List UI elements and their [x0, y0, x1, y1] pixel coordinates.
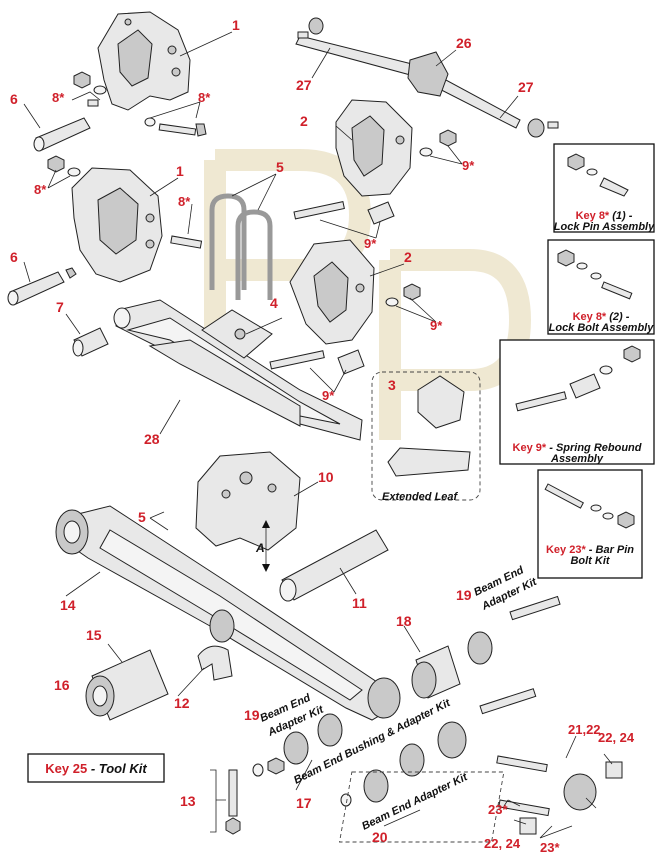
hanger-bracket-mid: [71, 167, 163, 283]
key-box-bar-pin-art: [544, 483, 635, 529]
callout-8-b: 8*: [198, 90, 211, 105]
callout-2-mid: 2: [404, 249, 412, 265]
beam-end-adapter-kit-20: [340, 769, 389, 807]
key-9-line1: Key 9* - Spring Rebound: [513, 442, 642, 454]
key-23-line1: Key 23* - Bar Pin: [546, 544, 634, 556]
callout-11: 11: [352, 595, 367, 611]
callout-10: 10: [318, 469, 334, 485]
spring-bushing: [72, 327, 109, 357]
callout-6-upper: 6: [10, 91, 18, 107]
callout-22-24-lower: 22, 24: [484, 836, 521, 851]
callout-14: 14: [60, 597, 76, 613]
key-8b-line1: Key 8*(2) -: [573, 311, 630, 323]
spring-pin-mid: [7, 267, 77, 306]
callout-8-d: 8*: [178, 194, 191, 209]
callout-27-right: 27: [518, 79, 534, 95]
callout-9-d: 9*: [322, 388, 335, 403]
callout-5-lower: 5: [138, 509, 146, 525]
stud-assembly: [225, 769, 241, 835]
callout-7: 7: [56, 299, 64, 315]
callout-3: 3: [388, 377, 396, 393]
callout-22-24-upper: 22, 24: [598, 730, 635, 745]
callout-5-upper: 5: [276, 159, 284, 175]
beam-end-adapter: [411, 645, 461, 699]
rebound-bolt-mid: [269, 283, 421, 375]
callout-8-a: 8*: [52, 90, 65, 105]
key-8b-line2: Lock Bolt Assembly: [549, 322, 655, 334]
key-8a-line2: Lock Pin Assembly: [554, 221, 655, 233]
key-box-spring-rebound-art: [515, 345, 641, 412]
callout-23-a: 23*: [488, 802, 508, 817]
lock-nut-mid-left: [47, 155, 81, 177]
hanger-bracket-right-upper: [335, 99, 413, 197]
extended-leaf-group: [371, 371, 481, 501]
center-bushing: [85, 649, 169, 721]
lock-pin-mid: [170, 235, 203, 249]
axle-saddle: [195, 451, 301, 551]
callout-9-c: 9*: [430, 318, 443, 333]
callout-19-lower: 19: [244, 707, 260, 723]
hanger-bracket-upper: [97, 11, 191, 111]
callout-28: 28: [144, 431, 160, 447]
key-25-tool-kit: Key 25 - Tool Kit: [45, 761, 147, 776]
spring-pin-upper: [33, 117, 91, 152]
lock-nut-upper: [73, 71, 107, 107]
callout-18: 18: [396, 613, 412, 629]
lock-bolt-upper: [144, 117, 207, 137]
callout-16: 16: [54, 677, 70, 693]
dimension-a: [262, 520, 270, 572]
callout-19-upper: 19: [456, 587, 472, 603]
callout-9-a: 9*: [462, 158, 475, 173]
torque-rod-assembly: [295, 17, 559, 138]
callout-27-left: 27: [296, 77, 312, 93]
callout-8-c: 8*: [34, 182, 47, 197]
rebound-bolt-upper: [293, 129, 457, 225]
key-box-lock-pin-art: [567, 153, 629, 197]
u-bolts: [209, 193, 273, 300]
key-8a-line1: Key 8*(1) -: [576, 210, 633, 222]
walking-beam: [55, 505, 401, 721]
dimension-a-label: A: [255, 541, 265, 555]
callout-1-upper: 1: [232, 17, 240, 33]
key-box-tool-kit: [27, 753, 165, 783]
cross-tube: [279, 529, 389, 602]
bar-pin-group: [339, 755, 623, 843]
leaf-spring: [113, 299, 363, 441]
callout-17: 17: [296, 795, 312, 811]
key-9-line2: Assembly: [550, 453, 604, 465]
callout-15: 15: [86, 627, 102, 643]
callout-9-b: 9*: [364, 236, 377, 251]
label-extended-leaf: Extended Leaf: [382, 491, 459, 503]
leader-lines: [23, 31, 613, 839]
callout-4: 4: [270, 295, 278, 311]
beam-end-adapter-kit-upper: [467, 595, 561, 665]
callout-13: 13: [180, 793, 196, 809]
beam-end-adapter-kit-lower: [252, 713, 343, 777]
bushing-clamp: [197, 645, 233, 681]
beam-end-bushing-adapter-kit: [399, 688, 537, 777]
key-23-line2: Bolt Kit: [570, 555, 610, 567]
callout-26: 26: [456, 35, 472, 51]
key-box-lock-bolt-art: [557, 249, 633, 300]
callout-20: 20: [372, 829, 388, 845]
callout-6-mid: 6: [10, 249, 18, 265]
spring-spacer: [201, 309, 273, 359]
callout-12: 12: [174, 695, 190, 711]
callout-2-upper: 2: [300, 113, 308, 129]
callout-21-22: 21,22: [568, 722, 601, 737]
callout-23-b: 23*: [540, 840, 560, 855]
hanger-bracket-right-mid: [289, 239, 375, 345]
callout-1-mid: 1: [176, 163, 184, 179]
